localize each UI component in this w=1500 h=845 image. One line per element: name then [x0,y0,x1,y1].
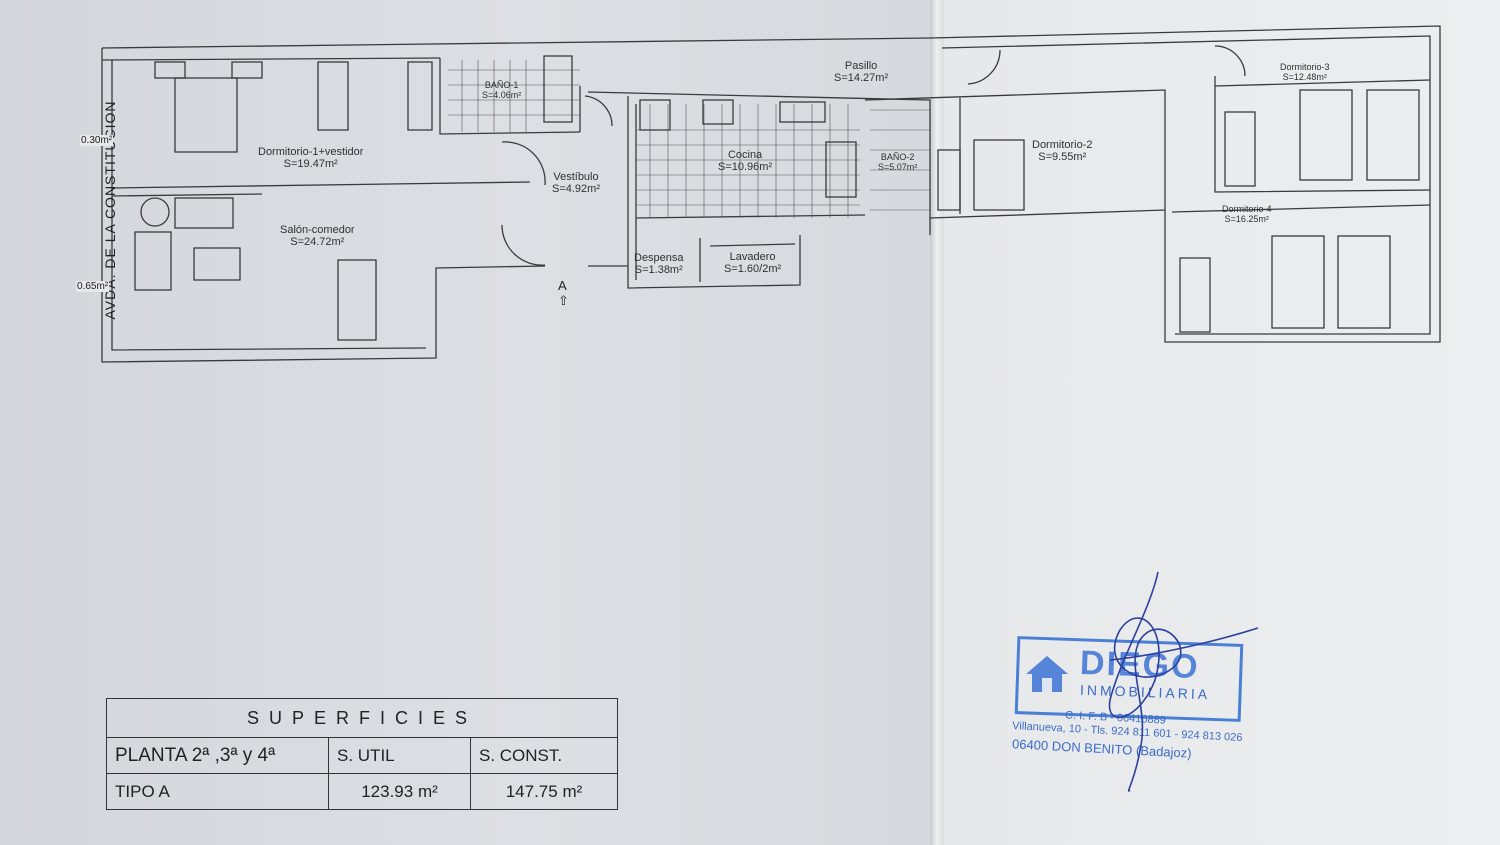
surfaces-table: SUPERFICIES PLANTA 2ª ,3ª y 4ª S. UTIL S… [106,698,618,810]
terrace-area-1: 0.30m² [80,135,114,146]
signature [1108,571,1259,792]
paper-fold [930,0,944,845]
terrace-area-2: 0.65m² [76,281,110,292]
util-header: S. UTIL [328,737,471,774]
type-label: TIPO A [106,773,329,810]
entrance-marker-label: A [558,278,567,293]
const-value: 147.75 m² [470,773,618,810]
house-logo-icon [1026,656,1068,692]
surfaces-title: SUPERFICIES [106,698,618,738]
street-name: AVDA. DE LA CONSTITUCION [102,100,118,320]
floor-label: PLANTA 2ª ,3ª y 4ª [106,737,329,774]
entrance-marker: A⇧ [558,278,569,308]
const-header: S. CONST. [470,737,618,774]
util-value: 123.93 m² [328,773,471,810]
